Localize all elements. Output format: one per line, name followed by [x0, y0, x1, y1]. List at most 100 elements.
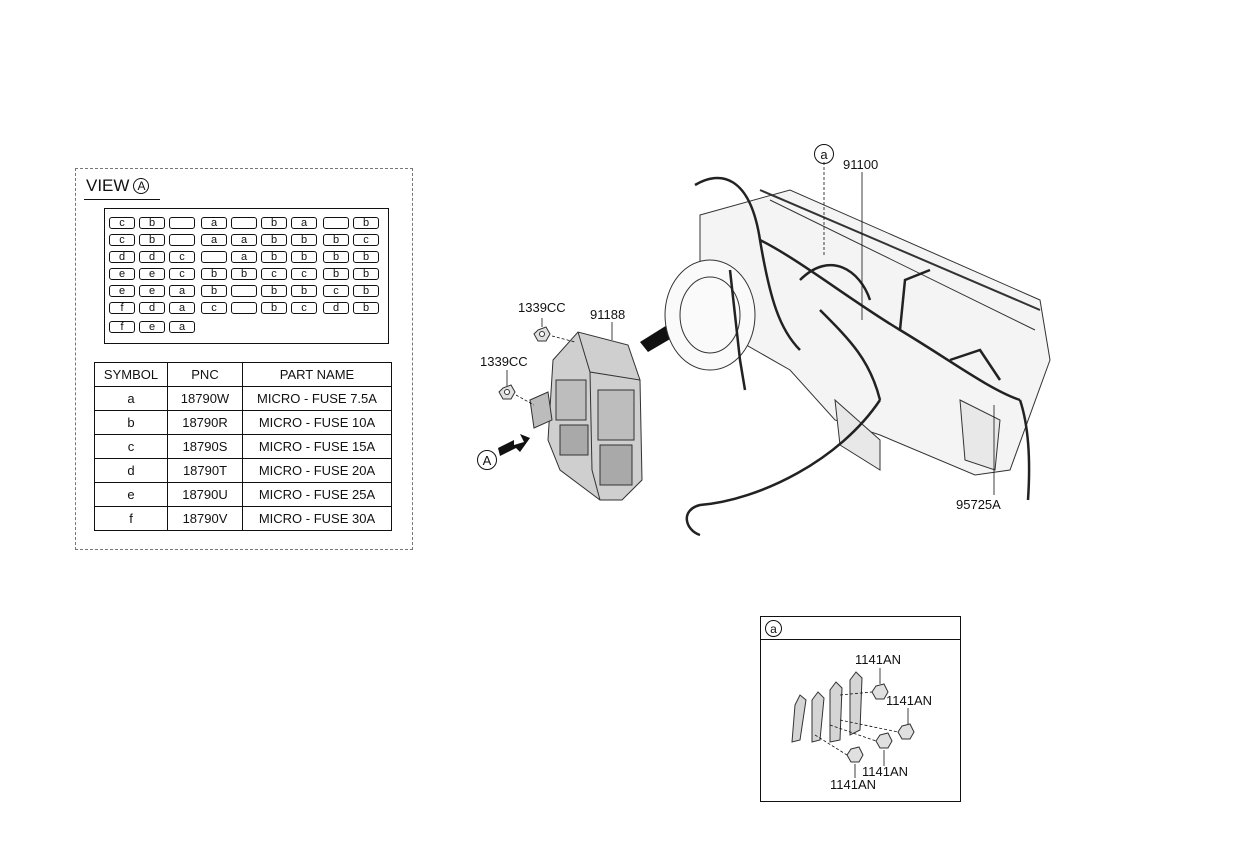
fuse-cell: c	[169, 251, 195, 263]
view-a-panel	[75, 168, 413, 550]
fuse-cell	[201, 251, 227, 263]
detail-marker-callout: a	[814, 144, 834, 164]
fuse-cell: e	[139, 268, 165, 280]
fuse-cell: b	[323, 234, 349, 246]
fuse-cell: b	[231, 268, 257, 280]
table-row: d 18790T MICRO - FUSE 20A	[94, 458, 392, 483]
nut-icon	[533, 326, 551, 342]
fuse-cell	[323, 217, 349, 229]
cell-part-name: MICRO - FUSE 7.5A	[242, 386, 392, 411]
callout-connector: 95725A	[956, 497, 1001, 512]
fuse-cell	[231, 302, 257, 314]
table-header-row: SYMBOL PNC PART NAME	[94, 362, 392, 387]
fuse-cell: b	[261, 302, 287, 314]
fuse-cell: e	[109, 268, 135, 280]
header-pnc: PNC	[167, 362, 243, 387]
cell-symbol: a	[94, 386, 168, 411]
callout-bolt-3: 1141AN	[862, 764, 909, 779]
callout-nut-top: 1339CC	[518, 300, 566, 315]
fuse-cell	[169, 217, 195, 229]
fuse-cell: b	[353, 251, 379, 263]
view-arrow-icon	[498, 434, 530, 456]
fuse-cell: c	[261, 268, 287, 280]
cell-symbol: d	[94, 458, 168, 483]
fuse-cell: b	[353, 285, 379, 297]
table-row: a 18790W MICRO - FUSE 7.5A	[94, 386, 392, 411]
callout-nut-left: 1339CC	[480, 354, 528, 369]
fuse-cell: b	[353, 268, 379, 280]
fuse-cell: b	[201, 285, 227, 297]
fuse-cell: f	[109, 302, 135, 314]
table-row: e 18790U MICRO - FUSE 25A	[94, 482, 392, 507]
cell-pnc: 18790U	[167, 482, 243, 507]
fuse-cell: a	[169, 285, 195, 297]
fuse-cell: b	[291, 285, 317, 297]
header-symbol: SYMBOL	[94, 362, 168, 387]
cell-symbol: c	[94, 434, 168, 459]
fuse-cell: e	[109, 285, 135, 297]
fuse-cell: a	[169, 302, 195, 314]
view-marker: A	[133, 178, 150, 194]
leader-lines	[506, 318, 613, 406]
fuse-cell: b	[261, 217, 287, 229]
table-row: b 18790R MICRO - FUSE 10A	[94, 410, 392, 435]
fuse-cell: d	[323, 302, 349, 314]
fuse-cell: b	[323, 268, 349, 280]
cell-pnc: 18790S	[167, 434, 243, 459]
fuse-cell: b	[291, 234, 317, 246]
wiring-harness-drawing	[685, 176, 1031, 537]
table-row: c 18790S MICRO - FUSE 15A	[94, 434, 392, 459]
fuse-cell: b	[261, 251, 287, 263]
fuse-cell	[231, 217, 257, 229]
callout-junction-box: 91188	[590, 307, 626, 322]
cell-part-name: MICRO - FUSE 30A	[242, 506, 392, 531]
fuse-cell: a	[291, 217, 317, 229]
fuse-cell: a	[231, 251, 257, 263]
bolt-icon	[846, 683, 915, 763]
cell-part-name: MICRO - FUSE 15A	[242, 434, 392, 459]
view-arrow-marker: A	[477, 450, 497, 470]
fuse-cell	[169, 234, 195, 246]
detail-a-box	[760, 616, 961, 802]
detail-marker: a	[765, 620, 782, 637]
fuse-cell: b	[201, 268, 227, 280]
fuse-cell: c	[169, 268, 195, 280]
nut-icon	[498, 384, 516, 400]
view-title: VIEW A	[86, 176, 150, 196]
fuse-cell: a	[201, 234, 227, 246]
fuse-cell: c	[109, 217, 135, 229]
fuse-cell: d	[139, 302, 165, 314]
cell-part-name: MICRO - FUSE 20A	[242, 458, 392, 483]
callout-bolt-1: 1141AN	[855, 652, 902, 667]
callout-bolt-2: 1141AN	[886, 693, 933, 708]
fuse-cell: b	[291, 251, 317, 263]
fuse-cell: a	[201, 217, 227, 229]
fuse-cell: b	[323, 251, 349, 263]
fuse-cell	[231, 285, 257, 297]
cell-pnc: 18790R	[167, 410, 243, 435]
callout-bolt-4: 1141AN	[830, 777, 877, 792]
cell-pnc: 18790T	[167, 458, 243, 483]
detail-a-header	[760, 616, 961, 640]
fuse-table: SYMBOL PNC PART NAME a 18790W MICRO - FU…	[94, 362, 392, 531]
junction-box-drawing	[529, 331, 643, 501]
cell-symbol: f	[94, 506, 168, 531]
fuse-cell: e	[139, 285, 165, 297]
fuse-cell: b	[139, 217, 165, 229]
fuse-cell: c	[201, 302, 227, 314]
fuse-cell: a	[231, 234, 257, 246]
table-row: f 18790V MICRO - FUSE 30A	[94, 506, 392, 531]
fuse-cell: c	[353, 234, 379, 246]
fuse-cell: e	[139, 321, 165, 333]
fuse-cell: f	[109, 321, 135, 333]
view-title-text: VIEW	[86, 176, 130, 195]
fuse-cell: c	[323, 285, 349, 297]
fuse-cell: b	[139, 234, 165, 246]
fuse-cell: d	[139, 251, 165, 263]
fuse-cell: c	[291, 268, 317, 280]
fuse-cell: b	[353, 217, 379, 229]
dashboard-drawing	[664, 189, 1051, 476]
fuse-cell: c	[109, 234, 135, 246]
